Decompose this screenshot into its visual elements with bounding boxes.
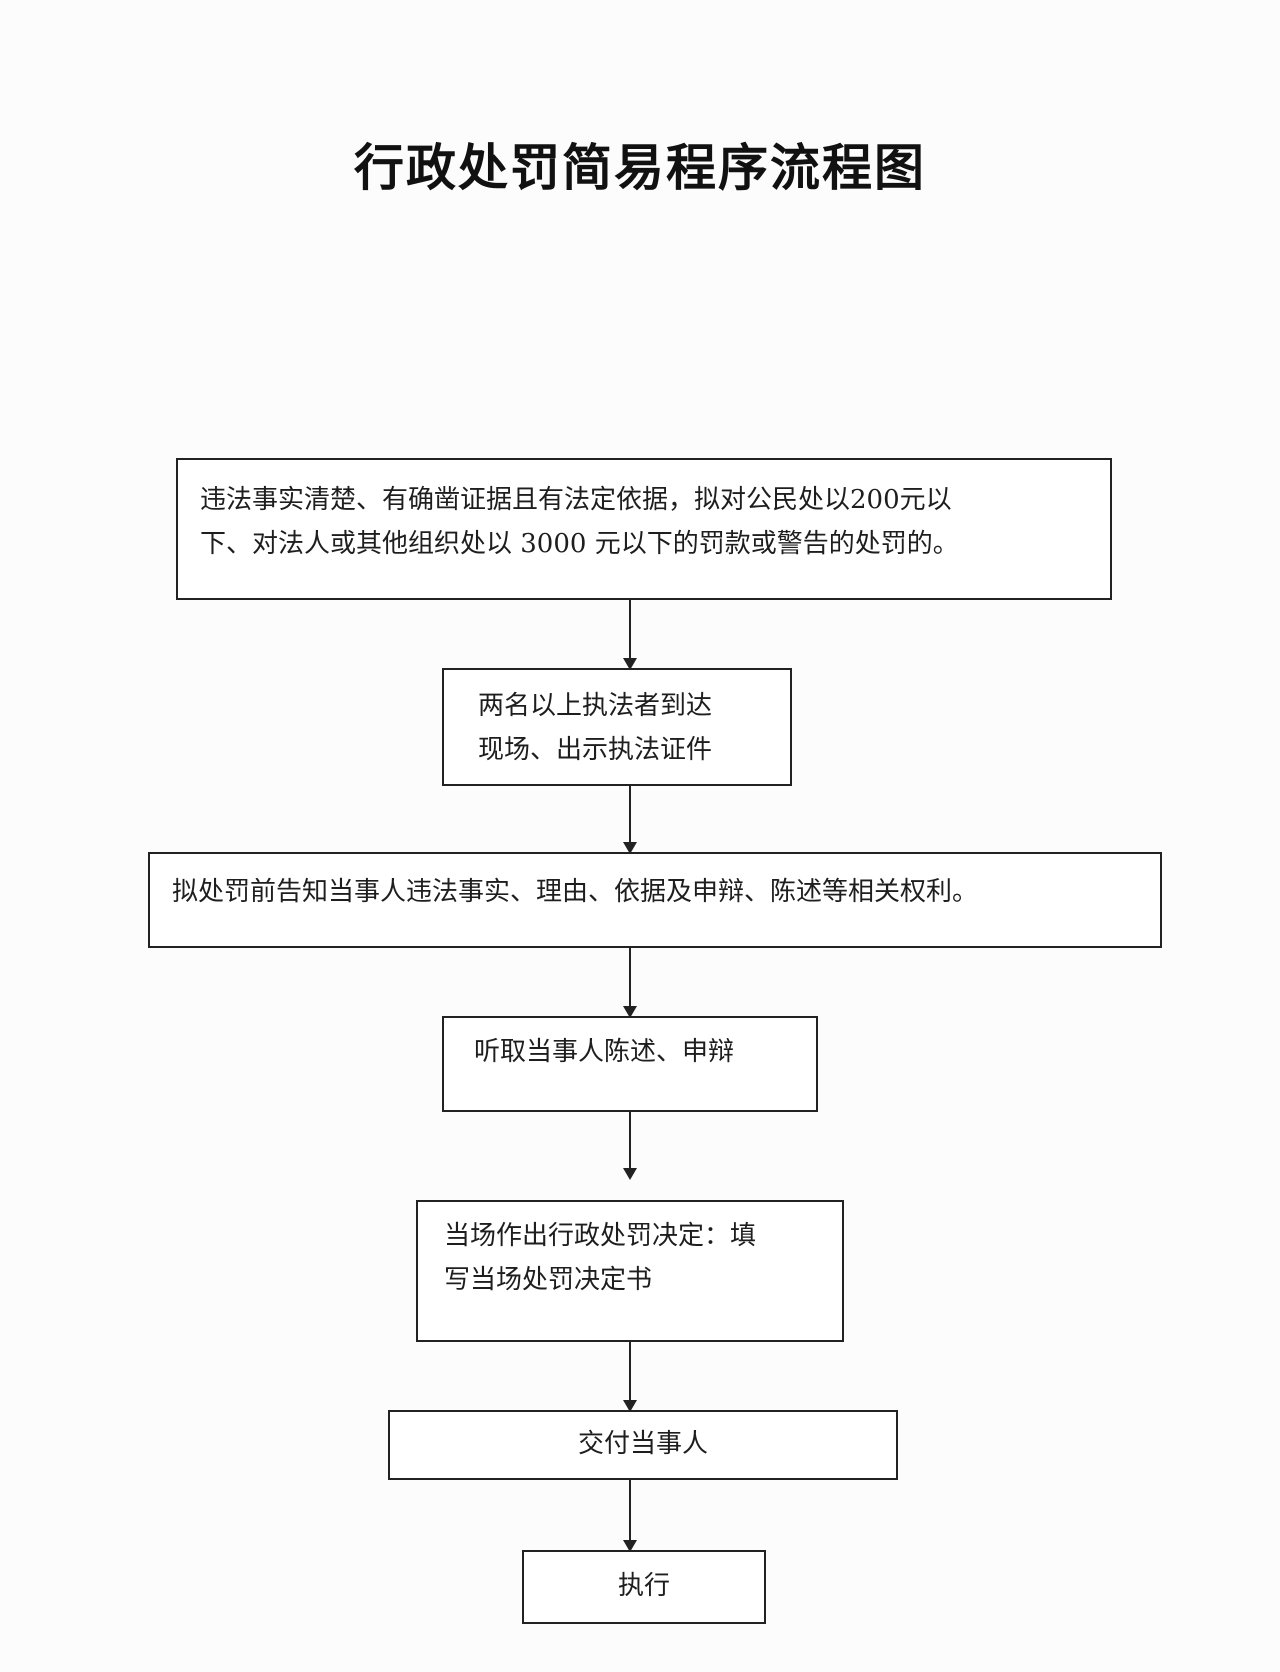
flow-arrow-2 (623, 786, 637, 854)
flow-step-1-text: 违法事实清楚、有确凿证据且有法定依据，拟对公民处以200元以 下、对法人或其他组… (200, 485, 959, 559)
flow-step-5: 当场作出行政处罚决定：填 写当场处罚决定书 (416, 1200, 844, 1342)
flow-arrow-3 (623, 948, 637, 1018)
flow-step-4: 听取当事人陈述、申辩 (442, 1016, 818, 1112)
flow-arrow-5 (623, 1342, 637, 1412)
flow-step-5-text: 当场作出行政处罚决定：填 写当场处罚决定书 (444, 1221, 757, 1295)
flow-arrow-4 (623, 1112, 637, 1180)
flow-step-6: 交付当事人 (388, 1410, 898, 1480)
flow-step-2-text: 两名以上执法者到达 现场、出示执法证件 (478, 691, 713, 765)
flow-step-6-text: 交付当事人 (577, 1429, 708, 1459)
flow-arrow-6 (623, 1480, 637, 1552)
flow-step-3: 拟处罚前告知当事人违法事实、理由、依据及申辩、陈述等相关权利。 (148, 852, 1162, 948)
flow-step-1: 违法事实清楚、有确凿证据且有法定依据，拟对公民处以200元以 下、对法人或其他组… (176, 458, 1112, 600)
flow-step-7-text: 执行 (617, 1571, 670, 1601)
diagram-title: 行政处罚简易程序流程图 (354, 139, 926, 197)
flow-arrow-1 (623, 600, 637, 670)
flow-step-7: 执行 (522, 1550, 766, 1624)
flow-step-2: 两名以上执法者到达 现场、出示执法证件 (442, 668, 792, 786)
flow-step-4-text: 听取当事人陈述、申辩 (474, 1037, 735, 1067)
flow-step-3-text: 拟处罚前告知当事人违法事实、理由、依据及申辩、陈述等相关权利。 (172, 877, 979, 907)
